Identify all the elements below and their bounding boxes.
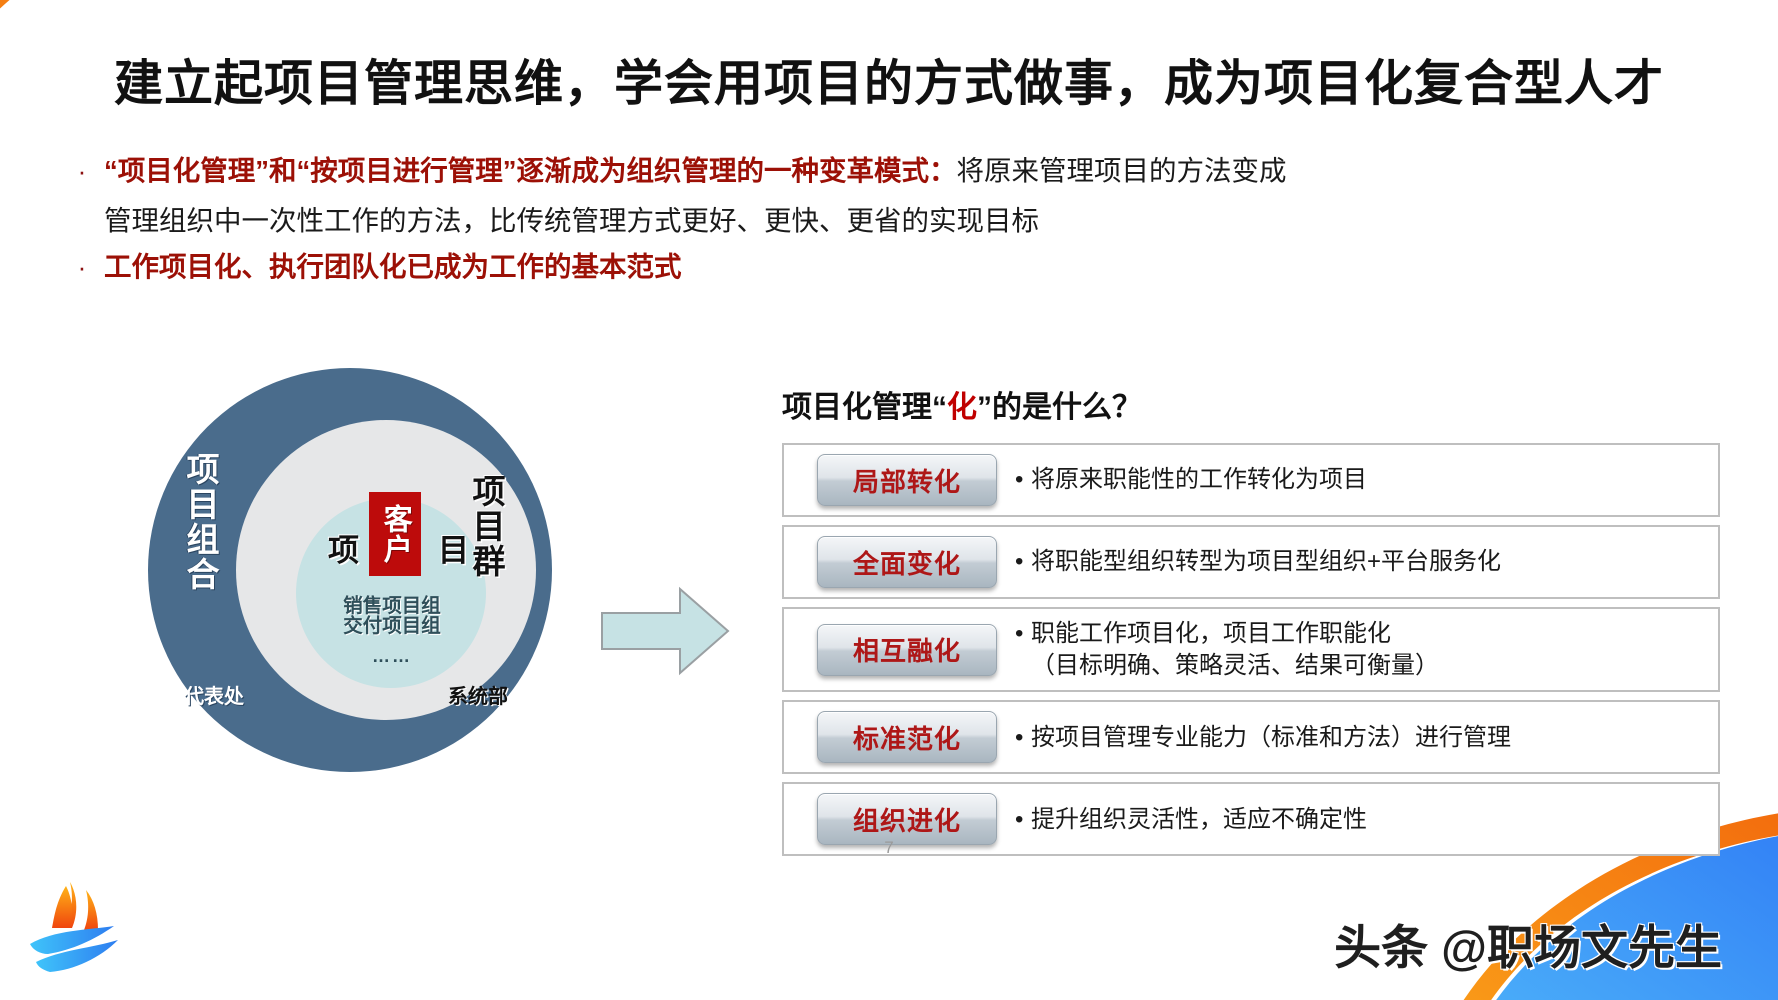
label-project-right-char: 目 [438, 533, 469, 568]
inner-note-line-2: 交付项目组 [343, 615, 441, 638]
label-portfolio: 项目组合 [182, 452, 219, 592]
right-panel: 项目化管理“化”的是什么？ 局部转化 •将原来职能性的工作转化为项目 全面变化 … [782, 382, 1720, 864]
bullet-emphasis-1: “项目化管理”和“按项目进行管理”逐渐成为组织管理的一种变革模式 [104, 155, 929, 186]
bullet-marker: · [77, 156, 87, 186]
row-line-1: 将职能型组织转型为项目型组织+平台服务化 [1031, 548, 1502, 576]
inner-notes: 销售项目组 交付项目组 [296, 596, 488, 637]
bullet-item-1: · “项目化管理”和“按项目进行管理”逐渐成为组织管理的一种变革模式：将原来管理… [60, 148, 1540, 194]
panel-row-text-4: •按项目管理专业能力（标准和方法）进行管理 [1015, 722, 1527, 754]
watermark-text: 头条 @职场文先生 [1334, 921, 1722, 974]
page-number: 7 [884, 838, 894, 857]
row-line-1: 将原来职能性的工作转化为项目 [1031, 466, 1367, 494]
list-bullet: • [1015, 466, 1024, 494]
list-bullet: • [1015, 620, 1024, 647]
row-line-2: （目标明确、策略灵活、结果可衡量） [1031, 651, 1439, 679]
customer-label: 客户 [379, 504, 412, 564]
panel-row[interactable]: 局部转化 •将原来职能性的工作转化为项目 [782, 443, 1720, 517]
row-line-1: 提升组织灵活性，适应不确定性 [1031, 805, 1367, 833]
label-portfolio-sub: 代表处 [184, 686, 244, 708]
panel-row[interactable]: 全面变化 •将职能型组织转型为项目型组织+平台服务化 [782, 525, 1720, 599]
chip-button-3[interactable]: 相互融化 [817, 623, 997, 676]
heading-suffix: ”的是什么？ [977, 391, 1142, 424]
bullet-item-2: · 工作项目化、执行团队化已成为工作的基本范式 [60, 244, 1540, 290]
row-line-1: 按项目管理专业能力（标准和方法）进行管理 [1031, 723, 1511, 751]
panel-row-text-1: •将原来职能性的工作转化为项目 [1015, 464, 1383, 496]
bullet-text-1: “项目化管理”和“按项目进行管理”逐渐成为组织管理的一种变革模式：将原来管理项目… [104, 148, 1287, 194]
panel-row-text-5: •提升组织灵活性，适应不确定性 [1015, 804, 1383, 836]
concentric-circles-diagram: 项目组合 代表处 项目群 系统部 项 客户 目 销售项目组 交付项目组 …… [148, 368, 552, 772]
chip-button-4[interactable]: 标准范化 [817, 711, 997, 764]
bullet-text-2: 工作项目化、执行团队化已成为工作的基本范式 [104, 251, 682, 282]
list-bullet: • [1015, 805, 1024, 833]
panel-row[interactable]: 组织进化 •提升组织灵活性，适应不确定性 [782, 782, 1720, 857]
list-bullet: • [1015, 723, 1024, 751]
panel-row[interactable]: 标准范化 •按项目管理专业能力（标准和方法）进行管理 [782, 700, 1720, 775]
bullet-marker: · [77, 252, 87, 282]
label-program: 项目群 [468, 474, 505, 579]
heading-accent: 化 [947, 391, 977, 424]
panel-row-text-2: •将职能型组织转型为项目型组织+平台服务化 [1015, 546, 1517, 578]
heading-prefix: 项目化管理“ [782, 391, 947, 424]
panel-row[interactable]: 相互融化 • 职能工作项目化，项目工作职能化 （目标明确、策略灵活、结果可衡量） [782, 607, 1720, 693]
right-panel-heading: 项目化管理“化”的是什么？ [782, 382, 1720, 426]
page-title: 建立起项目管理思维，学会用项目的方式做事，成为项目化复合型人才 [113, 57, 1664, 111]
sailboat-logo-icon [30, 882, 118, 972]
chip-button-2[interactable]: 全面变化 [817, 536, 997, 588]
chip-button-5[interactable]: 组织进化 [817, 793, 997, 846]
bullet-normal-1: 将原来管理项目的方法变成 [956, 155, 1287, 186]
inner-note-line-1: 销售项目组 [343, 595, 441, 617]
bullet-continuation-1: 管理组织中一次性工作的方法，比传统管理方式更好、更快、更省的实现目标 [104, 205, 1039, 236]
chip-button-1[interactable]: 局部转化 [817, 454, 997, 506]
inner-note-line-3: …… [372, 646, 412, 666]
bullet-list: · “项目化管理”和“按项目进行管理”逐渐成为组织管理的一种变革模式：将原来管理… [60, 148, 1540, 294]
customer-box: 客户 [369, 492, 421, 576]
list-bullet: • [1015, 548, 1024, 576]
label-program-sub: 系统部 [448, 686, 508, 708]
row-line-1: 职能工作项目化，项目工作职能化 [1031, 620, 1391, 647]
right-arrow-icon [601, 586, 730, 676]
bullet-separator-1: ： [929, 155, 957, 186]
panel-row-text-3: • 职能工作项目化，项目工作职能化 （目标明确、策略灵活、结果可衡量） [1015, 618, 1455, 681]
label-project-left-char: 项 [328, 533, 359, 568]
